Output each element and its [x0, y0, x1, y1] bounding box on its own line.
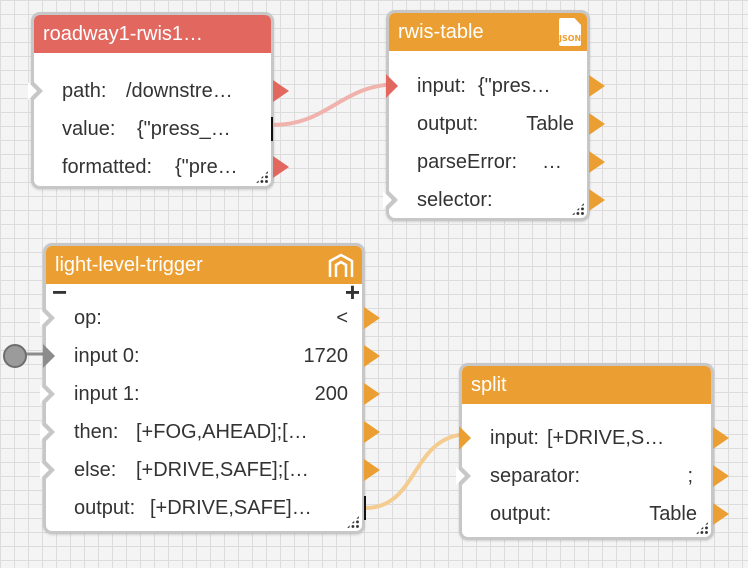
input-notch[interactable] — [456, 464, 471, 488]
node-light-level-trigger[interactable]: light-level-trigger − + op: < input 0: 1… — [40, 243, 380, 534]
port-label: input 1: — [74, 383, 140, 405]
output-arrow[interactable] — [273, 156, 289, 178]
port-value: {"pres… — [478, 75, 551, 97]
port-output[interactable]: output: Table — [389, 105, 605, 143]
wire-value-to-rwis-input[interactable] — [271, 82, 401, 127]
output-arrow[interactable] — [364, 307, 380, 329]
input-notch[interactable] — [40, 458, 55, 482]
source-knob[interactable] — [3, 344, 27, 368]
output-arrow[interactable] — [589, 189, 605, 211]
port-value: Table — [526, 113, 574, 135]
port-value: [+DRIVE,S… — [547, 427, 665, 449]
port-op[interactable]: op: < — [40, 299, 380, 337]
port-value: < — [336, 307, 348, 329]
port-input[interactable]: input: {"pres… — [386, 67, 605, 105]
output-arrow[interactable] — [713, 465, 729, 487]
input-notch[interactable] — [40, 382, 55, 406]
output-arrow[interactable] — [364, 345, 380, 367]
port-label: output: — [74, 497, 136, 519]
node-title[interactable]: light-level-trigger — [46, 246, 362, 284]
port-value: … — [542, 151, 562, 173]
port-path[interactable]: path: /downstre… — [28, 72, 289, 110]
output-arrow[interactable] — [364, 459, 380, 481]
port-value: /downstre… — [126, 80, 233, 102]
port-label: path: — [62, 80, 107, 102]
port-label: else: — [74, 459, 117, 481]
port-label: parseError: — [417, 151, 518, 173]
port-value: [+DRIVE,SAFE]… — [150, 497, 312, 519]
node-title[interactable]: rwis-table — [389, 13, 587, 51]
port-formatted[interactable]: formatted: {"pre… — [34, 148, 289, 186]
output-arrow[interactable] — [589, 151, 605, 173]
port-input-0[interactable]: input 0: 1720 — [43, 337, 380, 375]
port-output[interactable]: output: Table — [462, 495, 729, 533]
input-notch[interactable] — [43, 344, 55, 368]
port-value: ; — [687, 465, 693, 487]
input-notch[interactable] — [28, 79, 43, 103]
port-value: {"press_… — [137, 118, 231, 140]
node-split[interactable]: split input: [+DRIVE,S… separator: ; out… — [456, 363, 729, 540]
port-value: 1720 — [303, 345, 349, 367]
json-icon-text: JSON — [559, 34, 582, 43]
port-label: value: — [62, 118, 116, 140]
port-label: selector: — [417, 189, 493, 211]
input-notch[interactable] — [386, 74, 398, 98]
node-roadway1-rwis1[interactable]: roadway1-rwis1… path: /downstre… value: … — [28, 12, 289, 189]
port-value: {"pre… — [175, 156, 238, 178]
port-input[interactable]: input: [+DRIVE,S… — [459, 419, 729, 457]
port-label: op: — [74, 307, 102, 329]
port-parseerror[interactable]: parseError: … — [389, 143, 605, 181]
port-output[interactable]: output: [+DRIVE,SAFE]… — [46, 489, 366, 527]
input-notch[interactable] — [40, 306, 55, 330]
output-arrow[interactable] — [273, 80, 289, 102]
port-label: then: — [74, 421, 119, 443]
port-label: output: — [490, 503, 552, 525]
output-arrow[interactable] — [589, 75, 605, 97]
port-label: input: — [490, 427, 539, 449]
input-notch[interactable] — [459, 426, 471, 450]
port-value: 200 — [314, 383, 348, 405]
output-arrow[interactable] — [713, 427, 729, 449]
port-input-1[interactable]: input 1: 200 — [40, 375, 380, 413]
port-value: [+FOG,AHEAD];[… — [136, 421, 308, 443]
port-label: separator: — [490, 465, 581, 487]
connected-marker — [271, 117, 273, 141]
port-else[interactable]: else: [+DRIVE,SAFE];[… — [40, 451, 380, 489]
port-value: Table — [649, 503, 697, 525]
node-title[interactable]: roadway1-rwis1… — [34, 15, 271, 53]
add-input-button[interactable]: + — [344, 277, 360, 307]
connected-marker — [364, 496, 366, 520]
wire-output-to-split-input[interactable] — [364, 432, 471, 510]
output-arrow[interactable] — [713, 503, 729, 525]
output-arrow[interactable] — [589, 113, 605, 135]
port-selector[interactable]: selector: — [383, 181, 605, 219]
port-value[interactable]: value: {"press_… — [34, 110, 273, 148]
node-rwis-table[interactable]: rwis-table JSON input: {"pres… output: T… — [383, 10, 605, 221]
output-arrow[interactable] — [364, 421, 380, 443]
port-label: output: — [417, 113, 479, 135]
input-notch[interactable] — [383, 188, 398, 212]
port-separator[interactable]: separator: ; — [456, 457, 729, 495]
branch-icon — [328, 253, 354, 277]
json-file-icon: JSON — [559, 18, 581, 46]
port-label: input: — [417, 75, 466, 97]
output-arrow[interactable] — [364, 383, 380, 405]
port-label: formatted: — [62, 156, 153, 178]
port-value: [+DRIVE,SAFE];[… — [136, 459, 309, 481]
input-notch[interactable] — [40, 420, 55, 444]
remove-input-button[interactable]: − — [52, 277, 68, 307]
port-label: input 0: — [74, 345, 140, 367]
node-title[interactable]: split — [462, 366, 711, 404]
port-then[interactable]: then: [+FOG,AHEAD];[… — [40, 413, 380, 451]
